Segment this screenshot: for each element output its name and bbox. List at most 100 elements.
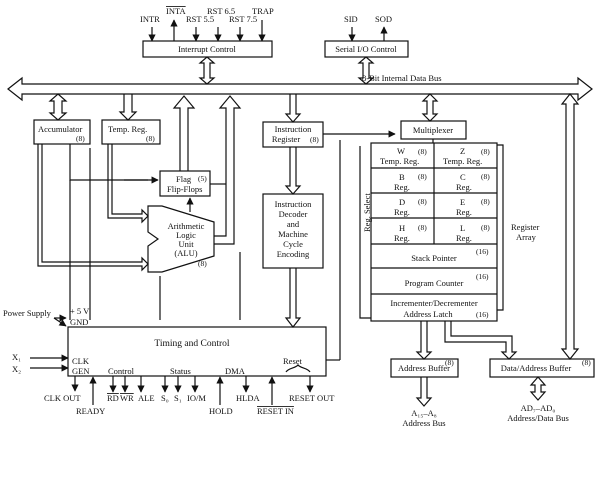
inta-label: INTA	[166, 6, 186, 16]
l-bits: (8)	[481, 223, 490, 232]
intr-label: INTR	[140, 14, 160, 24]
flag-label-1: Flag	[176, 174, 192, 184]
control-label: Control	[108, 366, 135, 376]
decoder-label-4: Machine	[278, 229, 308, 239]
z-bits: (8)	[481, 147, 490, 156]
alu-shape	[147, 205, 215, 273]
plus5v-label: + 5 V	[70, 306, 90, 316]
decoder-label-5: Cycle	[283, 239, 303, 249]
alu-label-4: (ALU)	[174, 248, 197, 258]
data-buffer-bits: (8)	[582, 358, 591, 367]
temp-reg-label: Temp. Reg.	[108, 124, 147, 134]
ad-bus-label-2: Address/Data Bus	[507, 413, 569, 423]
rd-label: RD	[107, 393, 119, 403]
alu-bits: (8)	[198, 259, 207, 268]
c-label: C	[460, 172, 466, 182]
serial-io-label: Serial I/O Control	[335, 44, 397, 54]
reg-select-label: Reg. Select	[362, 193, 372, 232]
d-bits: (8)	[418, 197, 427, 206]
rst75-label: RST 7.5	[229, 14, 257, 24]
h-reg-label: Reg.	[394, 233, 410, 243]
reset-out-label: RESET OUT	[289, 393, 335, 403]
ad-bus-label-1: AD₇–AD₀	[521, 403, 556, 413]
alu-label-1: Arithmetic	[168, 221, 205, 231]
pc-bits: (16)	[476, 272, 489, 281]
s0-label: S₀	[161, 393, 169, 403]
interrupt-bus-link	[198, 56, 216, 85]
register-array-label-1: Register	[511, 222, 539, 232]
h-bits: (8)	[418, 223, 427, 232]
sod-label: SOD	[375, 14, 392, 24]
decoder-label-2: Decoder	[279, 209, 308, 219]
w-label: W	[397, 146, 405, 156]
x2-label: X₂	[12, 364, 21, 374]
decoder-label-1: Instruction	[275, 199, 313, 209]
alu-label-3: Unit	[178, 239, 194, 249]
timing-control-label: Timing and Control	[154, 339, 229, 349]
sid-label: SID	[344, 14, 358, 24]
ir-label-2: Register	[272, 134, 300, 144]
internal-bus-arrow	[7, 76, 593, 102]
a-bus-label-1: A₁₅–A₈	[411, 408, 436, 418]
status-label: Status	[170, 366, 191, 376]
e-bits: (8)	[481, 197, 490, 206]
incdec-bits: (16)	[476, 310, 489, 319]
data-buffer-bus-link	[560, 93, 580, 360]
trap-label: TRAP	[252, 6, 274, 16]
internal-bus-label: 8-Bit Internal Data Bus	[362, 73, 442, 83]
clk-out-label: CLK OUT	[44, 393, 81, 403]
ready-label: READY	[76, 406, 105, 416]
s1-label: S₁	[174, 393, 182, 403]
sp-bits: (16)	[476, 247, 489, 256]
wr-label: WR	[120, 393, 134, 403]
clk-label: CLK	[72, 356, 90, 366]
d-reg-label: Reg.	[394, 207, 410, 217]
decoder-label-3: and	[287, 219, 300, 229]
stack-pointer-label: Stack Pointer	[411, 253, 457, 263]
dma-label: DMA	[225, 366, 246, 376]
e-reg-label: Reg.	[456, 207, 472, 217]
incdec-label-2: Address Latch	[403, 309, 453, 319]
ir-label-1: Instruction	[275, 124, 313, 134]
alu-label-2: Logic	[176, 230, 196, 240]
x1-label: X₁	[12, 352, 21, 362]
c-reg-label: Reg.	[456, 182, 472, 192]
decoder-label-6: Encoding	[277, 249, 310, 259]
decoder-box	[262, 193, 324, 269]
serial-bus-link	[357, 56, 375, 85]
l-reg-label: Reg.	[456, 233, 472, 243]
power-supply-label: Power Supply	[3, 308, 52, 318]
ir-bits: (8)	[310, 135, 319, 144]
hlda-label: HLDA	[236, 393, 260, 403]
l-label: L	[460, 223, 465, 233]
temp-reg-box	[101, 119, 161, 145]
data-address-buffer-label: Data/Address Buffer	[501, 363, 572, 373]
accumulator-label: Accumulator	[38, 124, 83, 134]
accumulator-box	[33, 119, 91, 145]
address-buffer-bits: (8)	[445, 358, 454, 367]
a-bus-label-2: Address Bus	[402, 418, 445, 428]
program-counter-label: Program Counter	[405, 278, 464, 288]
data-address-buffer-box	[489, 358, 595, 378]
c-bits: (8)	[481, 172, 490, 181]
timing-control-box	[67, 326, 327, 377]
multiplexer-label: Multiplexer	[413, 125, 453, 135]
h-label: H	[399, 223, 405, 233]
b-bits: (8)	[418, 172, 427, 181]
interrupt-control-label: Interrupt Control	[178, 44, 236, 54]
incdec-label-1: Incrementer/Decrementer	[390, 298, 477, 308]
register-select-bracket	[359, 146, 371, 319]
b-label: B	[399, 172, 405, 182]
register-array-label-2: Array	[516, 232, 537, 242]
address-buffer-label: Address Buffer	[398, 363, 450, 373]
z-temp-label: Temp. Reg.	[443, 156, 482, 166]
hold-label: HOLD	[209, 406, 233, 416]
rst65-label: RST 6.5	[207, 6, 235, 16]
flag-bits: (5)	[198, 174, 207, 183]
flag-label-2: Flip-Flops	[167, 184, 202, 194]
b-reg-label: Reg.	[394, 182, 410, 192]
w-temp-label: Temp. Reg.	[380, 156, 419, 166]
z-label: Z	[460, 146, 465, 156]
